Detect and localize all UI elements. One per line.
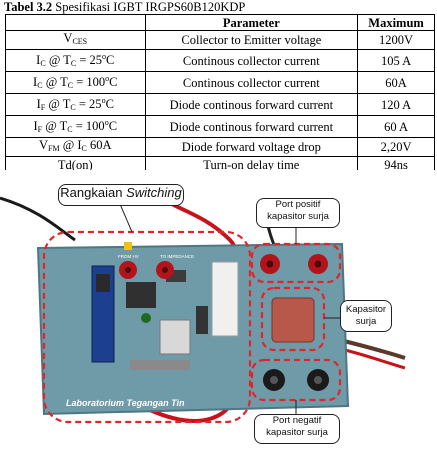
cell-symbol: IC @ TC = 25oC xyxy=(5,49,146,72)
cell-maximum: 105 A xyxy=(357,49,435,72)
board-footer-label: Laboratorium Tegangan Tin xyxy=(66,398,185,408)
cell-maximum: 120 A xyxy=(357,93,435,116)
cell-symbol: VFM @ IC 60A xyxy=(5,137,146,157)
callout-switching: Rangkaian Switching xyxy=(58,184,184,206)
capacitor-region xyxy=(260,286,326,352)
cell-symbol: IF @ TC = 100oC xyxy=(5,115,146,138)
callout-port-positive: Port positif kapasitor surja xyxy=(256,198,340,228)
board-label-from-hv: FROM HV xyxy=(118,254,139,259)
cell-symbol: VCES xyxy=(5,30,146,50)
switching-region xyxy=(42,230,252,424)
cell-parameter: Collector to Emitter voltage xyxy=(144,30,359,50)
cell-parameter: Continous collector current xyxy=(144,49,359,72)
cell-parameter: Diode forward voltage drop xyxy=(144,137,359,157)
cell-parameter: Continous collector current xyxy=(144,71,359,94)
heatsink xyxy=(126,282,156,308)
board-label-to-impedance: TO IMPEDANCE xyxy=(160,254,194,259)
cell-maximum: 1200V xyxy=(357,30,435,50)
surge-capacitor xyxy=(271,297,315,343)
table-number: Tabel 3.2 xyxy=(4,0,53,14)
table-header-row: Parameter Maximum xyxy=(5,14,435,31)
cell-parameter: Diode continous forward current xyxy=(144,115,359,138)
callout-port-negative: Port negatif kapasitor surja xyxy=(254,414,340,444)
connector-line xyxy=(119,203,133,233)
header-parameter: Parameter xyxy=(144,14,359,31)
cell-parameter: Diode continous forward current xyxy=(144,93,359,116)
yellow-marker xyxy=(124,242,132,250)
table-caption: Tabel 3.2 Spesifikasi IGBT IRGPS60B120KD… xyxy=(4,0,245,14)
cell-maximum: 60A xyxy=(357,71,435,94)
cell-symbol: IC @ TC = 100oC xyxy=(5,71,146,94)
cell-maximum: 60 A xyxy=(357,115,435,138)
led-green xyxy=(141,313,151,323)
table-title: Spesifikasi IGBT IRGPS60B120KDP xyxy=(55,0,246,14)
header-maximum: Maximum xyxy=(357,14,435,31)
header-symbol xyxy=(5,14,146,31)
callout-capacitor: Kapasitor surja xyxy=(340,300,392,332)
cell-symbol: IF @ TC = 25oC xyxy=(5,93,146,116)
igbt-module xyxy=(211,261,239,337)
port-negative-region xyxy=(250,358,342,402)
cell-maximum: 2,20V xyxy=(357,137,435,157)
